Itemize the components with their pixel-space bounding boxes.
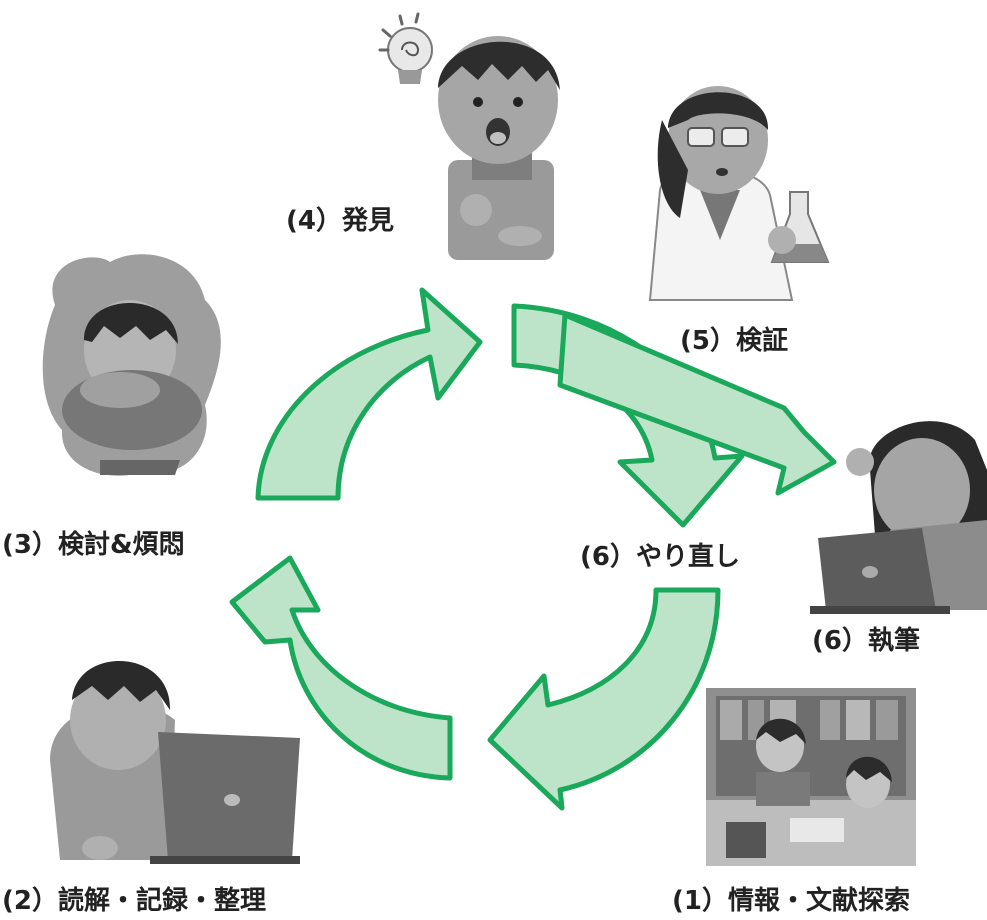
label-step-6-writing: (6）執筆	[812, 626, 920, 656]
library-scene-illustration	[706, 688, 916, 866]
troubled-person-illustration	[42, 254, 221, 476]
label-step-5-verification: (5）検証	[680, 326, 788, 356]
arrow-2-to-3	[229, 555, 453, 781]
arrow-3-to-4	[255, 287, 483, 501]
label-step-2-reading: (2）読解・記録・整理	[2, 886, 266, 916]
label-step-3-deliberation: (3）検討&煩悶	[2, 530, 185, 560]
arrow-4-to-writing	[557, 312, 837, 496]
label-step-1-search: (1）情報・文献探索	[672, 886, 910, 916]
reading-boy-illustration	[50, 660, 300, 864]
label-step-4-discovery: (4）発見	[286, 206, 394, 236]
scientist-illustration	[648, 86, 830, 301]
writing-person-illustration	[810, 421, 987, 614]
arrow-redo-to-2	[487, 587, 721, 811]
discovery-boy-illustration	[378, 12, 560, 260]
cycle-arrows	[229, 287, 837, 811]
label-step-6-redo: (6）やり直し	[580, 542, 740, 572]
